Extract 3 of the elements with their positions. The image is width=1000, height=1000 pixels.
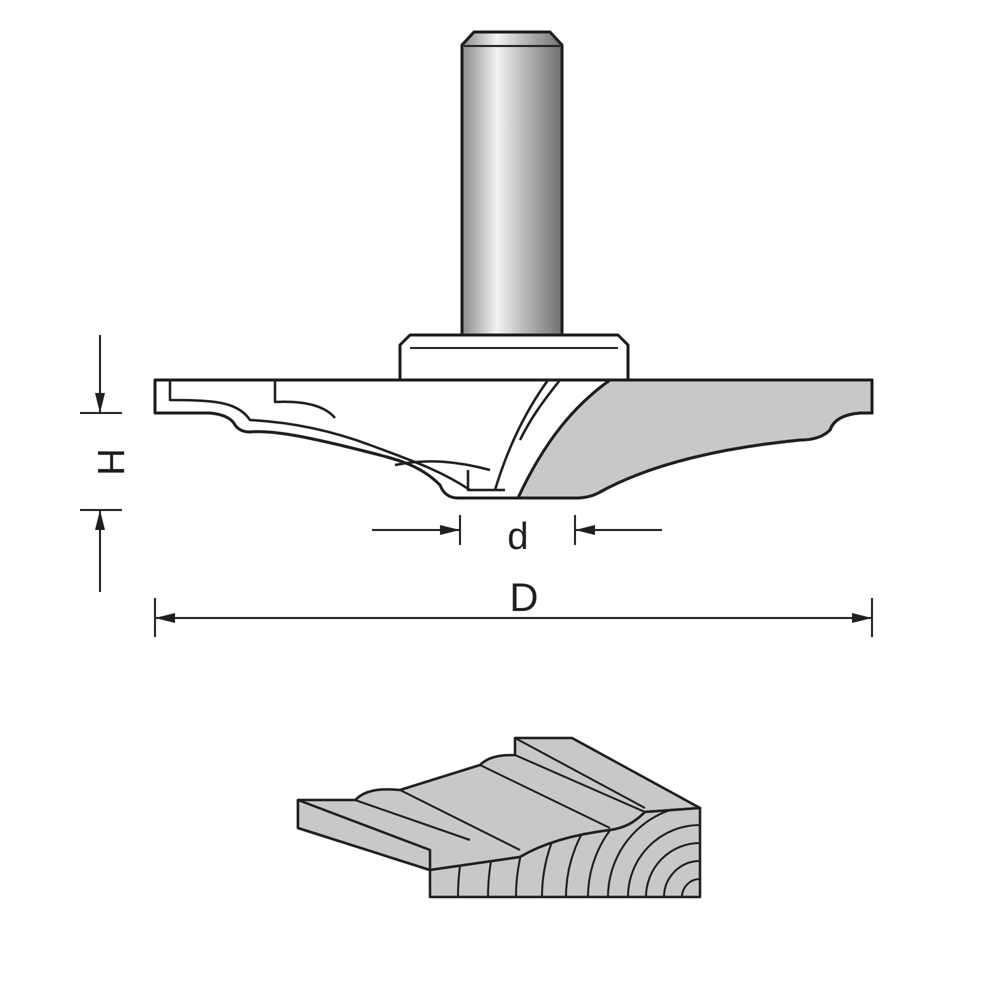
dimension-label: D xyxy=(510,578,538,618)
dimension-label: d xyxy=(507,518,529,556)
dimension-label: H xyxy=(91,448,129,476)
